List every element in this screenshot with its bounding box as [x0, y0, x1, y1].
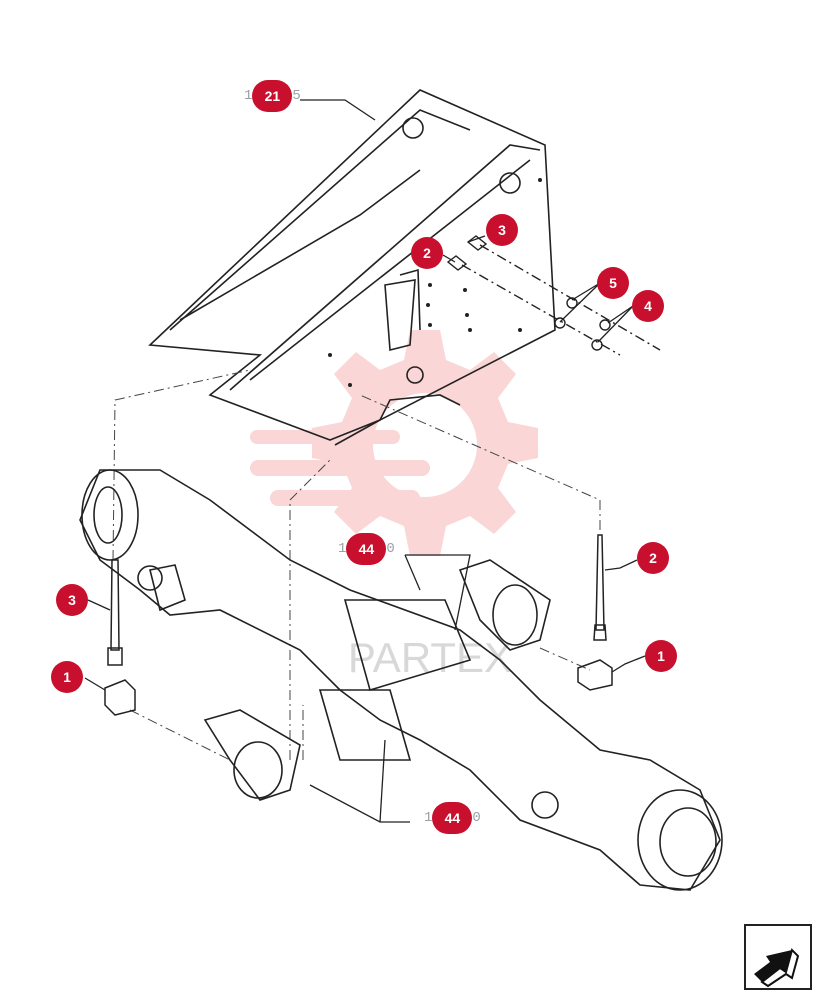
reference-prefix: 1	[244, 88, 253, 104]
reference-prefix: 1	[424, 810, 433, 826]
watermark-logo	[250, 330, 538, 556]
callout-2-pin-top: 2	[411, 237, 443, 269]
callout-4-nut: 4	[632, 290, 664, 322]
callout-1-block-left: 1	[51, 661, 83, 693]
reference-label: 44	[346, 533, 387, 565]
callout-3-pin-top: 3	[486, 214, 518, 246]
callout-5-washer: 5	[597, 267, 629, 299]
frame-assembly	[148, 89, 556, 446]
loose-parts	[104, 534, 613, 716]
reference-axle-section-top[interactable]: 1 44 0	[338, 533, 395, 565]
frame-hardware	[446, 235, 661, 356]
reference-label: 21	[252, 80, 293, 112]
next-page-button[interactable]	[744, 924, 812, 990]
reference-axle-section-bottom[interactable]: 1 44 0	[424, 802, 481, 834]
reference-frame-section[interactable]: 1 21 5	[244, 80, 301, 112]
reference-suffix: 5	[292, 88, 301, 104]
leader-lines	[84, 99, 646, 823]
reference-label: 44	[432, 802, 473, 834]
reference-suffix: 0	[386, 541, 395, 557]
reference-prefix: 1	[338, 541, 347, 557]
reference-suffix: 0	[472, 810, 481, 826]
frame-holes	[328, 178, 542, 387]
arrow-next-icon	[754, 948, 800, 988]
callout-1-block-right: 1	[645, 640, 677, 672]
watermark-text: PARTEX	[348, 634, 512, 681]
axle-assembly	[79, 469, 723, 891]
guide-lines	[112, 369, 601, 761]
callout-2-bolt-right: 2	[637, 542, 669, 574]
callout-3-bolt-left: 3	[56, 584, 88, 616]
